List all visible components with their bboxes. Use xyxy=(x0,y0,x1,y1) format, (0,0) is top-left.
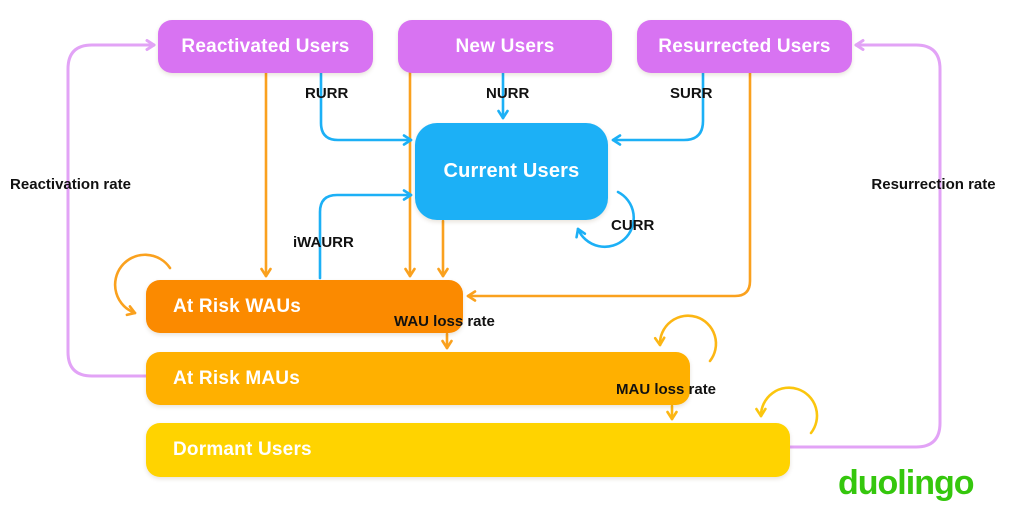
edge-resurrected-to-atriskwaus xyxy=(466,71,752,302)
label-wau-loss-rate: WAU loss rate xyxy=(394,313,495,330)
label-surr: SURR xyxy=(670,85,713,102)
label-curr: CURR xyxy=(611,217,655,234)
node-reactivated-users-label: Reactivated Users xyxy=(181,35,350,57)
edge-surr xyxy=(611,71,705,146)
edge-atriskmaus-self-loop xyxy=(653,314,718,363)
node-dormant-users: Dormant Users xyxy=(146,423,790,477)
node-current-users-label: Current Users xyxy=(443,160,580,182)
edge-rurr xyxy=(319,71,413,146)
node-at-risk-maus: At Risk MAUs xyxy=(146,352,690,405)
label-rurr: RURR xyxy=(305,85,349,102)
label-nurr: NURR xyxy=(486,85,530,102)
node-current-users: Current Users xyxy=(415,123,608,220)
label-mau-loss-rate: MAU loss rate xyxy=(616,381,717,398)
edge-atriskwaus-self-loop xyxy=(113,253,172,317)
node-at-risk-maus-label: At Risk MAUs xyxy=(173,367,300,389)
edge-reactivation-rate xyxy=(66,39,156,378)
node-new-users-label: New Users xyxy=(455,35,555,57)
node-dormant-users-label: Dormant Users xyxy=(173,439,312,460)
edge-resurrection-rate xyxy=(788,39,942,449)
node-at-risk-waus: At Risk WAUs xyxy=(146,280,463,333)
label-iwaurr: iWAURR xyxy=(293,234,354,251)
node-new-users: New Users xyxy=(398,20,612,73)
node-resurrected-users: Resurrected Users xyxy=(637,20,852,73)
label-resurrection-rate: Resurrection rate xyxy=(871,176,996,193)
edge-curr-self-loop xyxy=(575,190,636,249)
edge-iwaurr xyxy=(318,189,413,280)
edge-dormant-self-loop xyxy=(755,386,819,435)
node-resurrected-users-label: Resurrected Users xyxy=(658,35,831,57)
node-at-risk-waus-label: At Risk WAUs xyxy=(173,295,302,317)
node-reactivated-users: Reactivated Users xyxy=(158,20,373,73)
label-reactivation-rate: Reactivation rate xyxy=(10,176,131,193)
duolingo-wordmark: duolingo xyxy=(838,464,975,502)
